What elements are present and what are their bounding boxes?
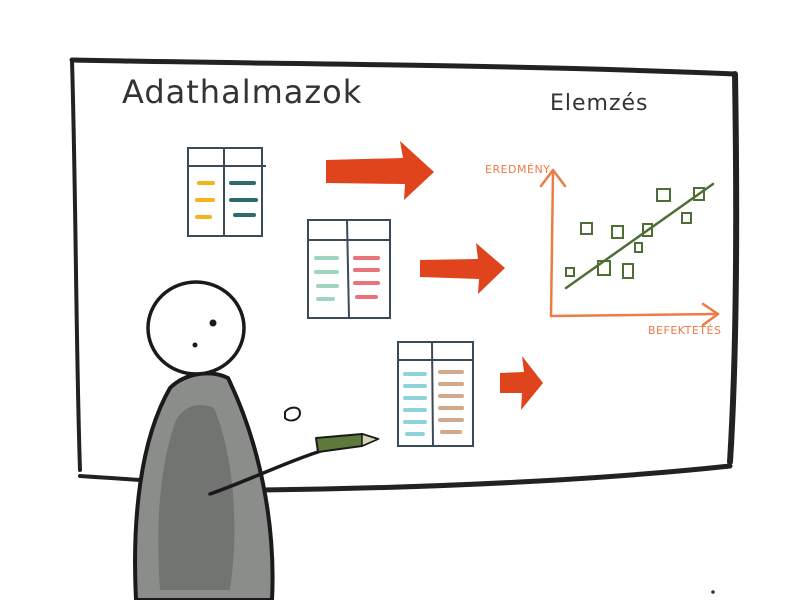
board-title-datasets: Adathalmazok	[122, 73, 362, 111]
presenter-eye-left	[192, 342, 198, 348]
table-3-right-values	[438, 370, 464, 434]
chart-point	[693, 187, 705, 201]
presenter-figure	[133, 280, 381, 600]
presenter-body-shadow	[158, 404, 235, 590]
whiteboard	[69, 57, 740, 493]
chart-y-axis-label: EREDMÉNY	[485, 163, 550, 176]
chart-trend-line	[564, 182, 715, 290]
chart-point	[565, 267, 575, 277]
chart-point	[622, 263, 634, 279]
chart-x-axis-label: BEFEKTETÉS	[648, 324, 721, 337]
chart-points	[565, 187, 705, 279]
chart-point	[580, 222, 593, 235]
dataset-table-1	[187, 147, 266, 237]
chart-point	[681, 212, 692, 224]
table-2-left-values	[314, 256, 339, 301]
presenter-head	[146, 280, 246, 376]
stray-dot	[711, 590, 715, 594]
table-2-divider	[346, 219, 350, 319]
arrow-table-3-to-analysis	[500, 356, 543, 410]
analysis-chart: EREDMÉNY BEFEKTETÉS	[485, 163, 721, 337]
dataset-table-2	[307, 219, 391, 319]
table-2-right-values	[353, 256, 380, 299]
presenter-eye-right	[209, 319, 217, 327]
chart-point	[656, 188, 671, 202]
chart-x-axis	[549, 312, 720, 318]
chart-point	[597, 260, 611, 276]
arrow-table-2-to-analysis	[420, 243, 505, 294]
whiteboard-top-edge	[69, 57, 738, 77]
presenter-arm	[208, 446, 332, 496]
chart-point	[634, 242, 643, 253]
table-3-left-values	[403, 372, 427, 436]
whiteboard-right-edge	[727, 71, 740, 465]
chart-point	[611, 225, 624, 239]
table-1-left-values	[195, 181, 215, 219]
whiteboard-left-edge	[70, 58, 82, 472]
chart-y-axis-arrowhead	[539, 168, 567, 188]
whiteboard-bottom-edge-right	[259, 463, 733, 493]
dataset-table-3	[397, 341, 474, 447]
presenter-hand	[284, 406, 302, 422]
chart-y-axis	[549, 170, 555, 318]
board-title-analysis: Elemzés	[550, 91, 649, 116]
chart-point	[642, 223, 653, 237]
arrow-table-1-to-analysis	[326, 141, 434, 200]
table-1-right-values	[229, 181, 258, 217]
table-3-frame	[397, 341, 474, 447]
presenter-pen-tip	[361, 432, 381, 448]
table-3-divider	[431, 341, 434, 447]
chart-x-axis-arrowhead	[701, 302, 720, 327]
